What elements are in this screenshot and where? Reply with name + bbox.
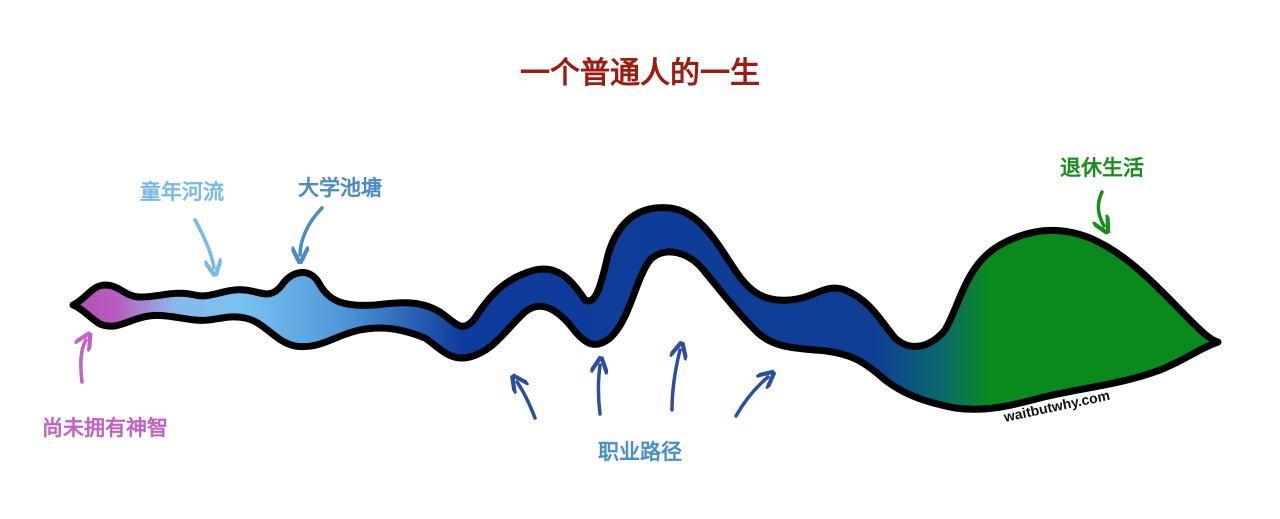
label-childhood-river: 童年河流 bbox=[140, 180, 224, 204]
label-college-pond: 大学池塘 bbox=[298, 176, 382, 200]
label-retirement: 退休生活 bbox=[1060, 156, 1144, 180]
retirement-arrow bbox=[1098, 190, 1104, 226]
label-not-yet-conscious: 尚未拥有神智 bbox=[42, 416, 168, 440]
page-title: 一个普通人的一生 bbox=[520, 56, 760, 91]
career-arrow-1 bbox=[517, 382, 537, 420]
college-pond-arrow bbox=[300, 206, 324, 255]
not-yet-conscious-arrow bbox=[81, 340, 86, 384]
life-river bbox=[69, 204, 1222, 413]
label-career-path: 职业路径 bbox=[598, 440, 682, 464]
career-arrow-4 bbox=[734, 377, 768, 418]
career-arrow-3 bbox=[672, 350, 680, 412]
childhood-river-arrow bbox=[193, 218, 214, 268]
career-arrow-2 bbox=[599, 365, 601, 416]
